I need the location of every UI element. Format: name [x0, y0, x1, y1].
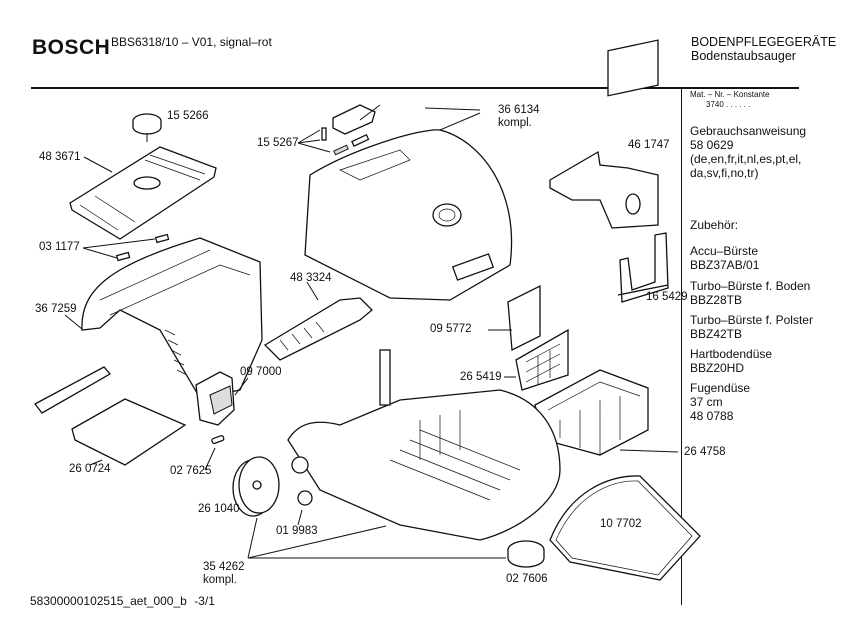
accessory-item: Accu–Bürste BBZ37AB/01 — [690, 244, 759, 272]
accessory-item: Hartbodendüse BBZ20HD — [690, 347, 772, 375]
accessory-name: Turbo–Bürste f. Boden — [690, 279, 811, 293]
model-title: BBS6318/10 – V01, signal–rot — [111, 35, 272, 49]
manual-languages-cont: da,sv,fi,no,tr) — [690, 166, 759, 180]
accessory-code: 37 cm — [690, 395, 723, 409]
part-label: 09 7000 — [240, 366, 282, 378]
brand-logo: BOSCH — [32, 36, 111, 59]
part-label: 26 5419 — [460, 371, 502, 383]
manual-title: Gebrauchsanweisung — [690, 124, 807, 138]
part-label: 15 5266 — [167, 110, 209, 122]
part-dust-bag — [549, 39, 659, 229]
doc-id: 58300000102515_aet_000_b — [30, 594, 187, 608]
part-label: 09 5772 — [430, 323, 472, 335]
part-label: 10 7702 — [600, 518, 642, 530]
manual-block: Gebrauchsanweisung 58 0629 (de,en,fr,it,… — [690, 124, 806, 180]
part-label: 36 6134 — [498, 104, 540, 116]
part-filter-frame — [504, 328, 569, 391]
part-label: 02 7606 — [506, 573, 548, 585]
mat-nr-value: 3740 . . . . . . — [706, 100, 751, 109]
header-divider — [31, 87, 799, 89]
part-foam-strip — [34, 366, 112, 414]
part-label-note: kompl. — [203, 574, 237, 586]
part-label: 26 0724 — [69, 463, 111, 475]
part-label: 15 5267 — [257, 137, 299, 149]
accessory-name: Turbo–Bürste f. Polster — [690, 313, 813, 327]
part-gasket — [549, 475, 701, 581]
page-number: -3/1 — [194, 594, 215, 608]
part-label: 36 7259 — [35, 303, 77, 315]
accessory-name: Accu–Bürste — [690, 244, 759, 258]
part-label: 35 4262 — [203, 561, 245, 573]
part-label: 16 5429 — [646, 291, 688, 303]
part-label-note: kompl. — [498, 117, 532, 129]
manual-languages: (de,en,fr,it,nl,es,pt,el, — [690, 152, 802, 166]
part-cable-guide — [263, 281, 373, 361]
part-filter-plate — [71, 398, 187, 466]
category-title: BODENPFLEGEGERÄTE — [691, 35, 837, 49]
mat-nr-header: Mat. – Nr. – Konstante — [690, 90, 770, 99]
accessory-code: BBZ37AB/01 — [690, 258, 760, 272]
part-label: 46 1747 — [628, 139, 670, 151]
footer-doc-id: 58300000102515_aet_000_b -3/1 — [30, 594, 215, 608]
part-clips — [82, 233, 170, 262]
part-wheel — [232, 456, 280, 517]
part-castor — [507, 540, 545, 568]
accessory-code: BBZ28TB — [690, 293, 743, 307]
part-top-cover — [304, 107, 513, 301]
part-filter-sheet — [488, 284, 541, 352]
part-label: 03 1177 — [39, 241, 80, 253]
manual-number: 58 0629 — [690, 138, 734, 152]
accessory-item: Fugendüse 37 cm 48 0788 — [690, 381, 750, 423]
accessory-name: Hartbodendüse — [690, 347, 773, 361]
part-switch — [195, 371, 249, 471]
sidebar-divider — [681, 89, 682, 605]
accessory-code: BBZ42TB — [690, 327, 743, 341]
accessory-code: BBZ20HD — [690, 361, 745, 375]
part-label: 48 3324 — [290, 272, 332, 284]
part-retaining-ring — [297, 490, 313, 526]
part-bag-holder — [617, 232, 669, 303]
part-slider-set — [297, 104, 376, 156]
part-label: 48 3671 — [39, 151, 81, 163]
part-knob — [132, 113, 162, 142]
part-filter-lid — [69, 146, 217, 240]
accessory-name: Fugendüse — [690, 381, 751, 395]
accessory-number: 48 0788 — [690, 409, 734, 423]
accessory-item: Turbo–Bürste f. Polster BBZ42TB — [690, 313, 813, 341]
part-label: 26 4758 — [684, 446, 726, 458]
leader-lines-354262 — [247, 104, 506, 559]
subcategory-title: Bodenstaubsauger — [691, 49, 796, 63]
part-label: 02 7625 — [170, 465, 212, 477]
accessories-title: Zubehör: — [690, 218, 739, 232]
part-main-body — [287, 349, 561, 541]
accessory-item: Turbo–Bürste f. Boden BBZ28TB — [690, 279, 810, 307]
part-label: 26 1040 — [198, 503, 240, 515]
part-label: 01 9983 — [276, 525, 318, 537]
